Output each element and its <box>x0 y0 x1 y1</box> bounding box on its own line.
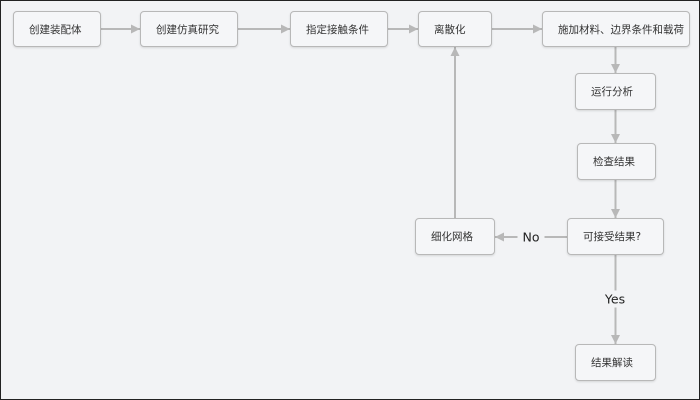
node-check-results: 检查结果 <box>577 143 656 180</box>
node-label: 施加材料、边界条件和载荷 <box>558 23 684 36</box>
node-label: 细化网格 <box>431 231 473 243</box>
node-create-assembly: 创建装配体 <box>13 11 101 47</box>
node-results-acceptable-decision: 可接受结果? <box>567 218 664 255</box>
node-label: 可接受结果? <box>583 231 642 243</box>
node-define-contact: 指定接触条件 <box>290 11 388 47</box>
node-label: 创建仿真研究 <box>156 23 219 36</box>
node-interpret-results: 结果解读 <box>575 344 656 381</box>
edge-label-no: No <box>517 228 545 246</box>
node-label: 结果解读 <box>591 357 633 369</box>
node-refine-mesh: 细化网格 <box>415 218 495 255</box>
node-label: 创建装配体 <box>29 23 82 36</box>
node-apply-loads: 施加材料、边界条件和载荷 <box>542 11 690 47</box>
edge-label-yes: Yes <box>599 290 631 308</box>
node-label: 指定接触条件 <box>306 23 369 36</box>
node-label: 离散化 <box>434 23 466 36</box>
node-run-analysis: 运行分析 <box>575 73 656 110</box>
node-discretize: 离散化 <box>418 11 492 47</box>
node-label: 运行分析 <box>591 86 633 98</box>
node-label: 检查结果 <box>593 156 635 168</box>
node-create-study: 创建仿真研究 <box>140 11 238 47</box>
